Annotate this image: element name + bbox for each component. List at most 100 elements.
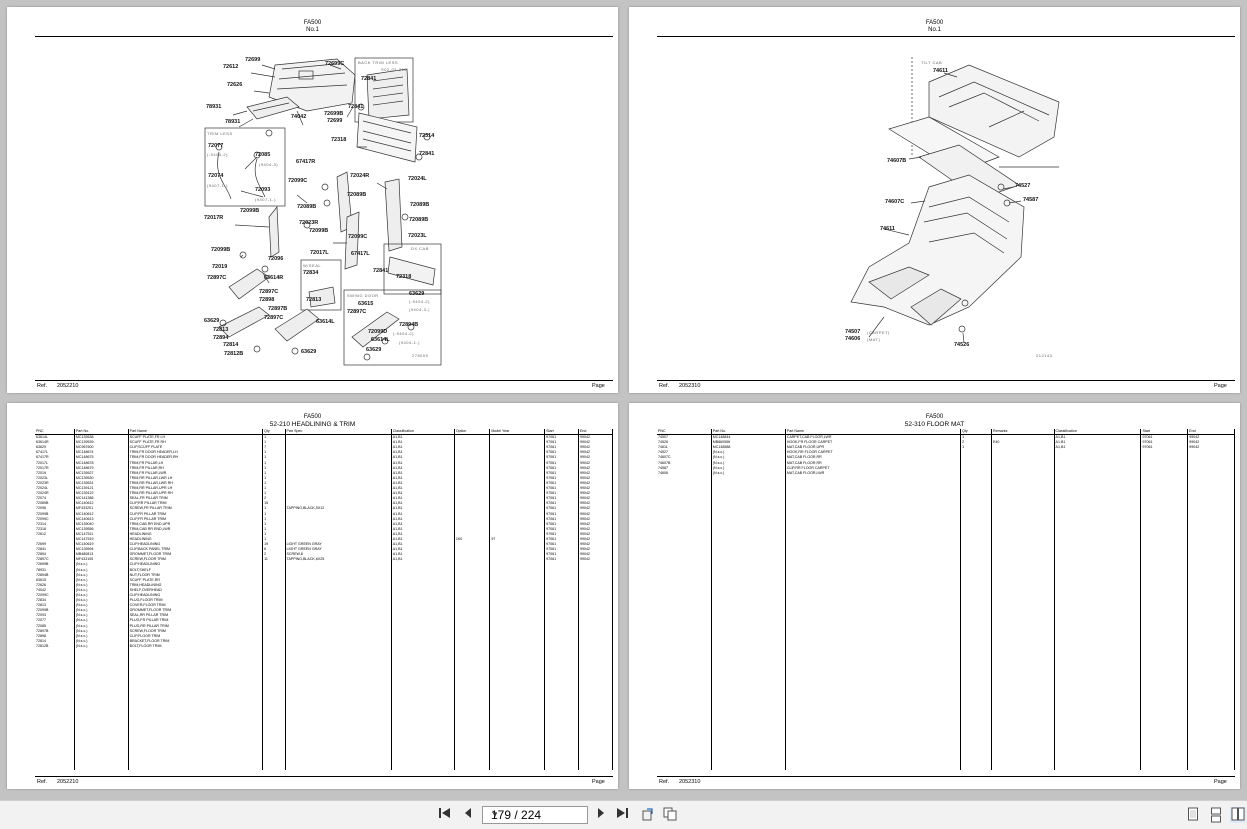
diagram-note: (-9404-2)	[393, 331, 414, 336]
table-cell	[391, 643, 455, 650]
table-cell	[391, 577, 455, 583]
table-cell	[578, 618, 613, 624]
callout-label: 72813	[213, 327, 229, 333]
prev-page-icon[interactable]	[461, 807, 475, 823]
page-number-select[interactable]: 179 / 224 ▼	[482, 806, 588, 824]
table-cell: 97061	[544, 486, 579, 492]
table-cell: TRIM,CAB RR END,UPR	[128, 521, 264, 527]
table-cell: 99042	[578, 475, 613, 481]
table-cell	[544, 618, 579, 624]
table-cell	[1140, 450, 1189, 456]
table-cell	[1187, 450, 1235, 456]
single-page-icon[interactable]	[1186, 807, 1200, 823]
table-cell	[391, 618, 455, 624]
table-cell: SCREW,FLOOR TRIM	[128, 628, 264, 634]
table-cell: 15	[262, 501, 286, 507]
table-cell: 72089B	[35, 501, 75, 507]
table-cell: 74607C	[657, 455, 712, 461]
table-cell: 97061	[544, 547, 579, 553]
table-cell: (N.s.c.)	[74, 643, 129, 650]
column-header: Part Spec	[285, 429, 392, 436]
table-cell: 97061	[544, 475, 579, 481]
table-cell: TRIM,HEADLINING	[128, 582, 264, 588]
table-filler-cell	[74, 649, 129, 770]
table-cell	[578, 628, 613, 634]
table-cell: A1,B1	[391, 552, 455, 558]
callout-label: 74606	[845, 336, 861, 342]
table-row: 74607B(N.s.c.)MAT,CAB FLOOR,RR	[657, 460, 1235, 466]
table-filler-cell	[489, 649, 546, 770]
table-cell	[991, 450, 1055, 456]
table-cell: HEADLINING	[128, 536, 264, 543]
table-cell	[454, 618, 491, 624]
table-row: 72699B(N.s.c.)CLIP,HEADLINING	[35, 562, 613, 568]
column-header: Option	[454, 429, 491, 436]
table-filler-row	[35, 649, 613, 770]
column-header: Part Name	[128, 429, 264, 436]
table-cell	[454, 608, 491, 614]
callout-label: 72085	[255, 152, 271, 158]
table-cell: LIGHT GREEN GRAY	[285, 547, 392, 553]
table-cell: 72077	[35, 618, 75, 624]
diagram-note: TRIM LESS	[207, 131, 233, 136]
table-cell	[960, 450, 993, 456]
next-page-icon[interactable]	[594, 807, 608, 823]
rotate-icon[interactable]	[640, 807, 656, 823]
callout-label: 72017R	[204, 215, 224, 221]
table-cell: MC139040	[74, 521, 129, 527]
table-cell	[489, 542, 546, 548]
table-filler-cell	[35, 649, 75, 770]
table-cell	[285, 643, 392, 650]
headlining-trim-diagram	[204, 57, 442, 366]
callout-label: 74042	[291, 114, 307, 120]
ref-label: Ref.	[659, 383, 670, 389]
table-cell	[454, 486, 491, 492]
table-cell	[544, 633, 579, 639]
table-cell	[960, 460, 993, 466]
table-cell: SCREW,FLOOR TRIM	[128, 557, 264, 563]
table-cell	[544, 643, 579, 650]
diagram-note: SWING DOOR	[347, 293, 379, 298]
table-cell: 7	[262, 445, 286, 451]
table-cell: A1,B1	[391, 460, 455, 466]
callout-label: 72017L	[310, 250, 329, 256]
callout-label: 72841	[419, 151, 435, 157]
table-cell: MC139538	[74, 434, 129, 441]
table-cell	[285, 562, 392, 568]
table-cell: MC140612	[74, 511, 129, 517]
last-page-icon[interactable]	[614, 807, 630, 823]
table-cell	[285, 577, 392, 583]
table-cell	[544, 572, 579, 578]
copy-icon[interactable]	[662, 807, 678, 823]
table-row: 72077(N.s.c.)PLUG,FR PILLAR TRIM	[35, 618, 613, 624]
page-label: Page	[1214, 383, 1227, 389]
table-cell: 72318	[35, 526, 75, 532]
two-page-icon[interactable]	[1230, 807, 1246, 823]
table-cell	[391, 638, 455, 644]
table-cell	[391, 562, 455, 568]
table-cell: TRIM,FR PILLAR,LWR	[128, 470, 264, 476]
table-cell: CLIP,HEADLINING	[128, 593, 264, 599]
table-cell: TRIM,RR PILLAR,LWR LH	[128, 475, 264, 481]
table-cell	[544, 582, 579, 588]
first-page-icon[interactable]	[437, 807, 453, 823]
callout-label: 72099B	[211, 247, 231, 253]
table-cell: 72314	[35, 521, 75, 527]
table-cell	[489, 633, 546, 639]
table-cell: CLIP,FR PILLAR TRIM	[128, 511, 264, 517]
table-row: 78931(N.s.c.)BOLT,SHELF	[35, 567, 613, 573]
table-cell	[1140, 455, 1189, 461]
table-cell	[285, 450, 392, 456]
table-cell: 1	[960, 434, 993, 441]
continuous-icon[interactable]	[1209, 807, 1223, 823]
callout-label: 72099B	[309, 228, 329, 234]
table-cell: TAPPING,BLACK,5X12	[285, 506, 392, 512]
table-row: 74607C(N.s.c.)MAT,CAB FLOOR,RR	[657, 455, 1235, 461]
column-header: Start	[544, 429, 579, 436]
callout-label: 72314	[419, 133, 435, 139]
